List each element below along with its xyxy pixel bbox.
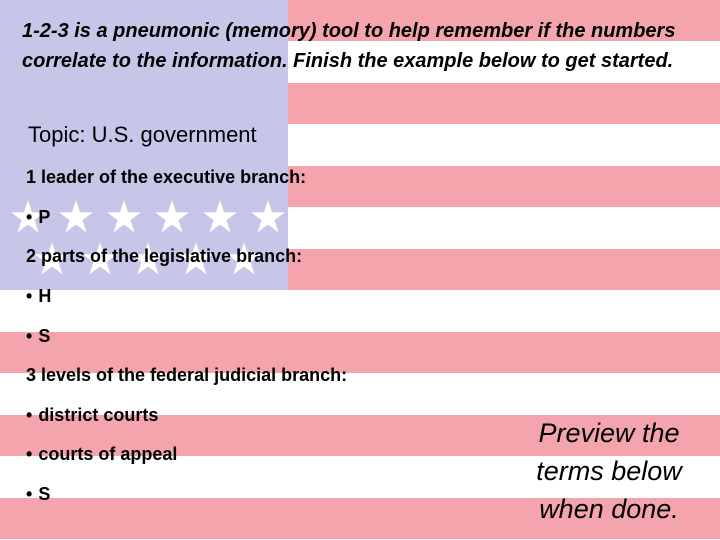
bullet-icon: • (26, 286, 33, 306)
list-item-text: 1 leader of the executive branch: (26, 167, 307, 187)
star-icon: ★ (56, 193, 96, 242)
star-icon: ★ (176, 235, 216, 284)
list-item-text: P (38, 207, 51, 227)
list-item: 3 levels of the federal judicial branch: (26, 364, 347, 386)
list-item: •S (26, 483, 50, 505)
list-item: 2 parts of the legislative branch: (26, 245, 302, 267)
star-icon: ★ (200, 193, 240, 242)
list-item-text: 2 parts of the legislative branch: (26, 246, 303, 266)
bullet-icon: • (26, 207, 33, 227)
star-icon: ★ (248, 193, 288, 242)
star-icon: ★ (104, 193, 144, 242)
intro-text: 1-2-3 is a pneumonic (memory) tool to he… (22, 20, 676, 72)
list-item: •H (26, 285, 51, 307)
list-item: •P (26, 206, 50, 228)
list-item: 1 leader of the executive branch: (26, 166, 306, 188)
list-item-text: 3 levels of the federal judicial branch: (26, 365, 348, 385)
list-item: •district courts (26, 404, 158, 426)
flag-canton: ★ ★ ★ ★ ★ ★ ★ ★ ★ ★ ★ (0, 0, 288, 290)
star-icon: ★ (224, 235, 264, 284)
list-item-text: S (38, 484, 51, 504)
list-item: •courts of appeal (26, 443, 177, 465)
topic-heading: Topic: U.S. government (28, 122, 257, 147)
list-item-text: H (38, 286, 52, 306)
list-item-text: S (38, 326, 51, 346)
bullet-icon: • (26, 405, 33, 425)
star-icon: ★ (32, 235, 72, 284)
side-note: Preview the terms below when done. (536, 418, 682, 524)
star-icon: ★ (80, 235, 120, 284)
list-item-text: district courts (38, 405, 159, 425)
star-icon: ★ (152, 193, 192, 242)
bullet-icon: • (26, 444, 33, 464)
list-item-text: courts of appeal (38, 444, 178, 464)
list-item: •S (26, 325, 50, 347)
bullet-icon: • (26, 484, 33, 504)
star-icon: ★ (8, 193, 48, 242)
bullet-icon: • (26, 326, 33, 346)
star-icon: ★ (128, 235, 168, 284)
red-stripe (0, 332, 720, 373)
red-stripe (0, 498, 720, 539)
red-stripe (0, 415, 720, 456)
